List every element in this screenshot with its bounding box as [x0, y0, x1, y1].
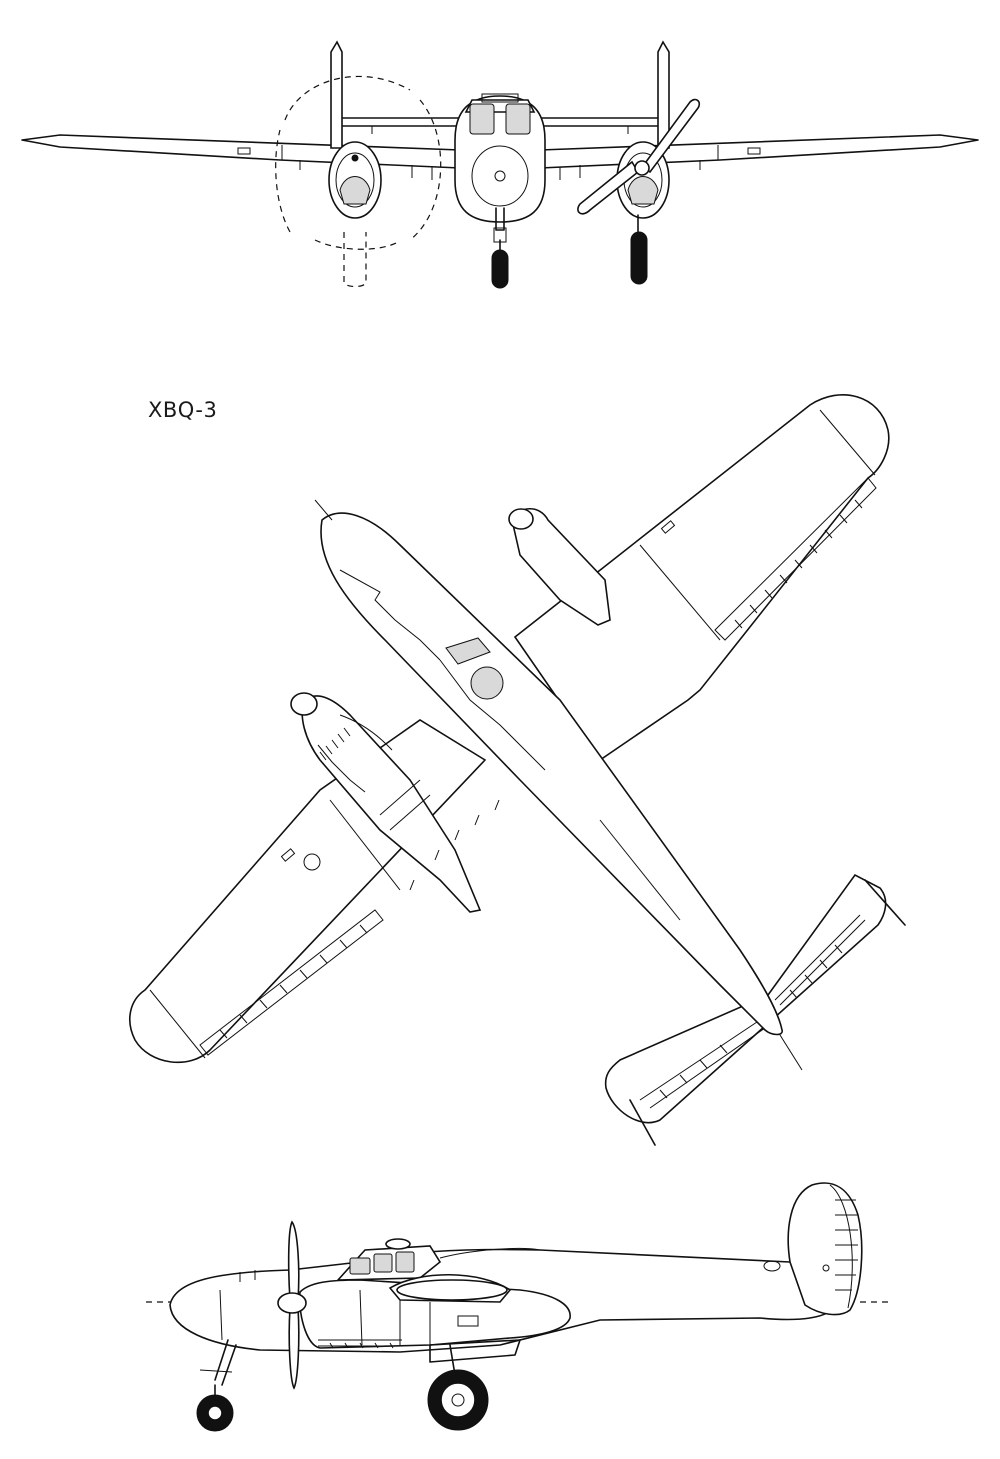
top-left-flaps [199, 909, 384, 1056]
front-right-propeller [641, 98, 701, 174]
front-left-propeller-disc [284, 75, 411, 121]
front-left-wing [21, 134, 461, 169]
top-view [129, 394, 906, 1146]
top-canopy [445, 637, 491, 665]
side-nose-gear [214, 1339, 237, 1386]
front-right-fin [657, 40, 670, 149]
top-tailplane [604, 873, 887, 1124]
aircraft-designation-label: XBQ-3 [148, 398, 218, 422]
side-view [146, 1182, 888, 1432]
front-view [21, 40, 979, 289]
side-propeller [287, 1220, 300, 1301]
top-right-flaps [714, 477, 877, 641]
front-right-wing [539, 134, 979, 169]
front-fuselage [454, 95, 546, 223]
front-left-fin [330, 40, 343, 149]
top-left-wing [129, 719, 487, 1064]
